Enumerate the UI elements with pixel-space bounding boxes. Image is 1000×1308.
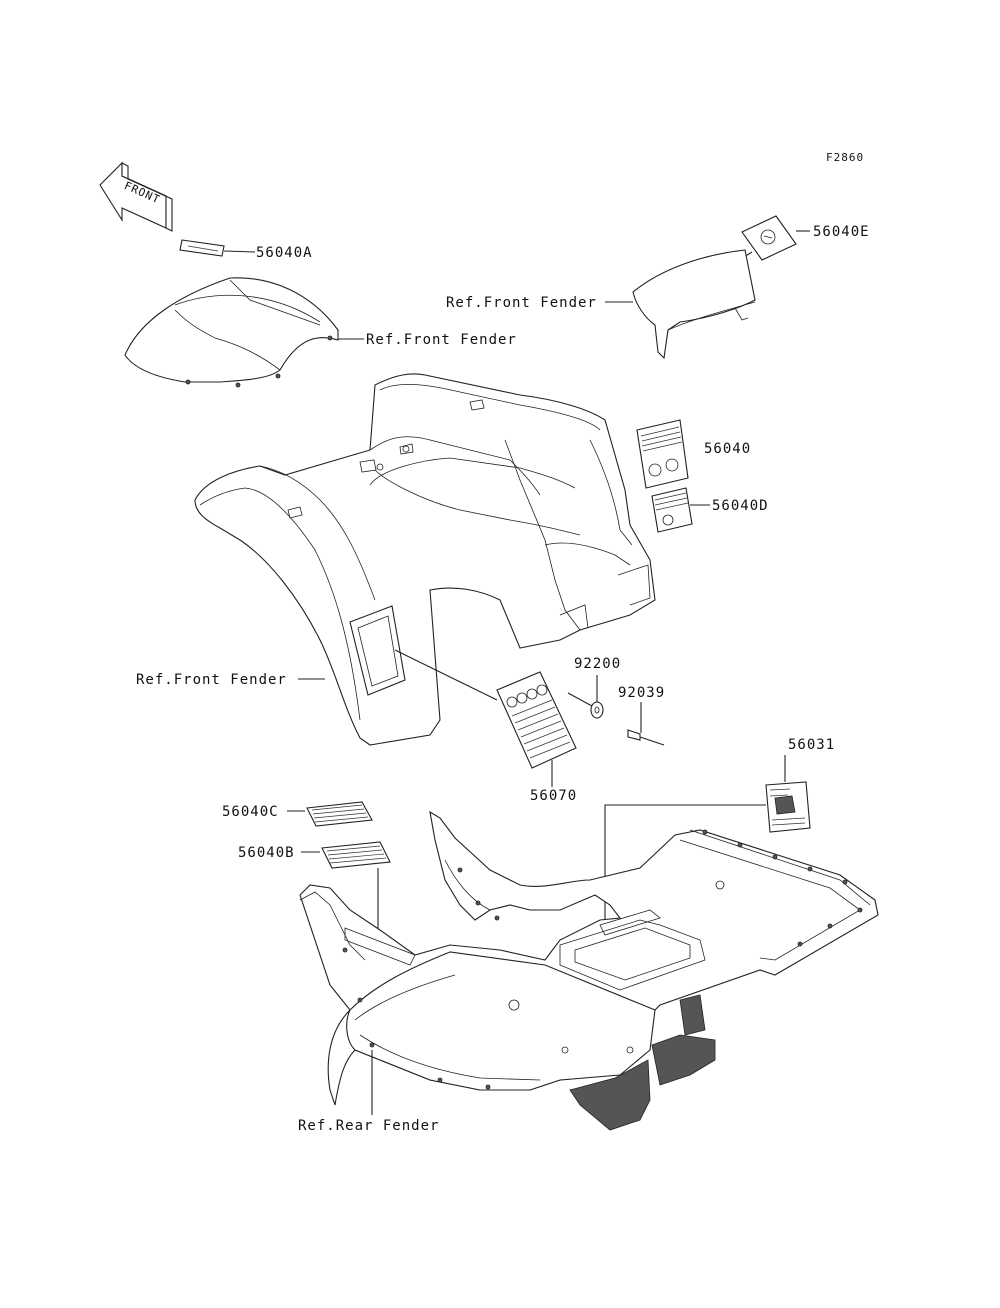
front-fender-part (194, 373, 656, 746)
callout-ref-rear-fender: Ref.Rear Fender (298, 1118, 439, 1134)
front-arrow-icon: FRONT (99, 161, 173, 232)
label-56040-sticker (636, 419, 689, 489)
callout-56040d: 56040D (712, 498, 769, 514)
callout-56040c: 56040C (222, 804, 279, 820)
rear-fender-part (299, 810, 879, 1131)
leader-56040a (223, 250, 256, 253)
callout-ref-front-fender-1: Ref.Front Fender (446, 295, 597, 311)
washer-92200-part (590, 701, 604, 719)
callout-ref-front-fender-2: Ref.Front Fender (366, 332, 517, 348)
callout-56040e: 56040E (813, 224, 870, 240)
front-cover-part (632, 249, 756, 360)
callout-56040: 56040 (704, 441, 751, 457)
label-56031-sticker (765, 781, 811, 833)
label-56040b-sticker (321, 841, 391, 869)
label-56040d-sticker (651, 487, 693, 533)
label-56040e-sticker (741, 215, 797, 261)
callout-56040a: 56040A (256, 245, 313, 261)
callout-56031: 56031 (788, 737, 835, 753)
label-56040c-sticker (306, 801, 373, 827)
callout-92039: 92039 (618, 685, 665, 701)
leader-56070-window (394, 649, 498, 701)
callout-92200: 92200 (574, 656, 621, 672)
leader-92200-washer (567, 692, 593, 707)
callout-56070: 56070 (530, 788, 577, 804)
label-56040a-sticker (179, 239, 225, 257)
plate-56070-part (496, 671, 577, 769)
figure-code: F2860 (826, 151, 864, 164)
callout-56040b: 56040B (238, 845, 295, 861)
front-fender-cover-part (124, 277, 339, 388)
callout-ref-front-fender-3: Ref.Front Fender (136, 672, 287, 688)
rivet-92039-part (627, 729, 665, 746)
